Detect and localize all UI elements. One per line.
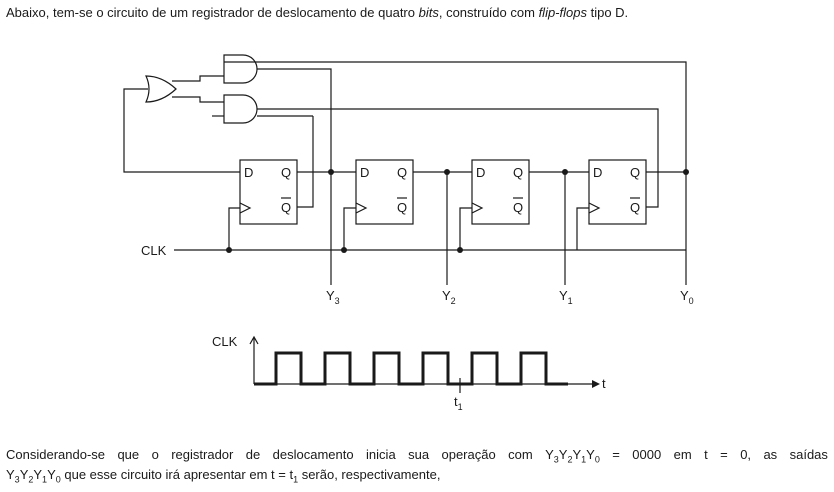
ff2-q-label: Q <box>397 165 407 180</box>
output-y1: Y1 <box>559 288 573 306</box>
ff4-qbar-label: Q <box>630 200 640 215</box>
t1-marker-label: t1 <box>454 394 463 412</box>
ff1-qbar-label: Q <box>281 200 291 215</box>
and-gate-bottom <box>223 94 258 124</box>
timing-clk-label: CLK <box>212 334 238 349</box>
output-y2: Y2 <box>442 288 456 306</box>
intro-text: Abaixo, tem-se o circuito de um registra… <box>6 5 629 20</box>
flipflop-4 <box>588 159 647 225</box>
output-y0: Y0 <box>680 288 694 306</box>
ff3-q-label: Q <box>513 165 523 180</box>
ff3-qbar-label: Q <box>513 200 523 215</box>
flipflop-3 <box>471 159 530 225</box>
ff1-d-label: D <box>244 165 253 180</box>
time-axis-arrow <box>592 380 600 388</box>
output-y3: Y3 <box>326 288 340 306</box>
clock-waveform <box>254 351 568 386</box>
ff4-d-label: D <box>593 165 602 180</box>
flipflop-1 <box>239 159 298 225</box>
or-gate <box>145 75 177 103</box>
question-line-2: Y3Y2Y1Y0 que esse circuito irá apresenta… <box>6 467 441 485</box>
ff2-qbar-label: Q <box>397 200 407 215</box>
flipflop-2 <box>355 159 414 225</box>
ff4-q-label: Q <box>630 165 640 180</box>
and-gate-top <box>223 54 258 84</box>
clk-label: CLK <box>141 243 167 258</box>
ff1-q-label: Q <box>281 165 291 180</box>
ff3-d-label: D <box>476 165 485 180</box>
time-axis-label: t <box>602 376 606 391</box>
ff2-d-label: D <box>360 165 369 180</box>
